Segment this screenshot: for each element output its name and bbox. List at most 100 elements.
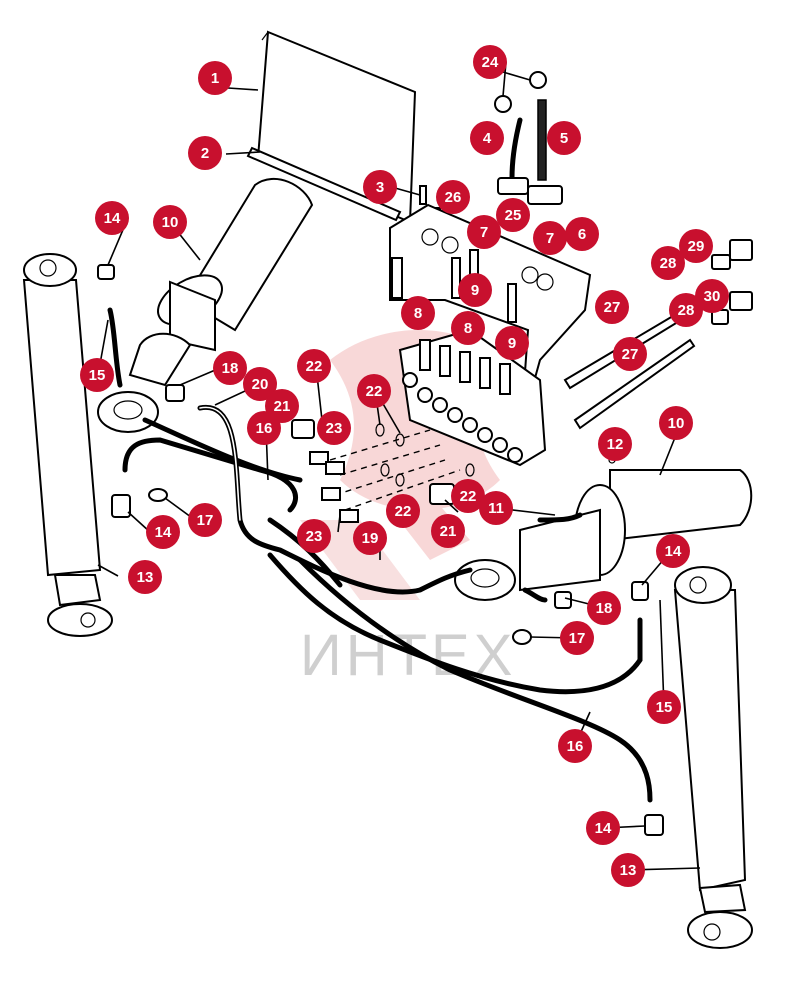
- svg-text:24: 24: [482, 54, 499, 71]
- callout-30: 30: [695, 279, 729, 313]
- callout-15-left: 15: [80, 358, 114, 392]
- svg-text:29: 29: [688, 238, 705, 255]
- svg-text:22: 22: [306, 358, 323, 375]
- svg-text:13: 13: [137, 569, 154, 586]
- callout-22-a: 22: [297, 349, 331, 383]
- cylinder-part-10-right: [454, 469, 753, 601]
- valve-spools: [402, 339, 523, 463]
- callout-14-top-left: 14: [95, 201, 129, 235]
- svg-text:17: 17: [197, 512, 214, 529]
- callout-21-b: 21: [431, 514, 465, 548]
- svg-text:23: 23: [326, 420, 343, 437]
- svg-text:22: 22: [395, 503, 412, 520]
- svg-text:9: 9: [508, 335, 516, 352]
- callout-23-a: 23: [317, 411, 351, 445]
- callout-17-left: 17: [188, 503, 222, 537]
- svg-text:17: 17: [569, 630, 586, 647]
- callout-27-a: 27: [595, 290, 629, 324]
- svg-text:21: 21: [440, 523, 457, 540]
- svg-text:14: 14: [665, 543, 682, 560]
- svg-text:2: 2: [201, 145, 209, 162]
- callout-14-bottom-right: 14: [586, 811, 620, 845]
- callout-22-c: 22: [451, 479, 485, 513]
- callout-13-left: 13: [128, 560, 162, 594]
- svg-text:14: 14: [104, 210, 121, 227]
- svg-text:18: 18: [222, 360, 239, 377]
- callout-28-b: 28: [669, 293, 703, 327]
- callout-8-a: 8: [401, 296, 435, 330]
- svg-text:11: 11: [488, 500, 504, 517]
- svg-text:22: 22: [366, 383, 383, 400]
- svg-text:25: 25: [505, 207, 522, 224]
- callout-22-b: 22: [357, 374, 391, 408]
- svg-text:26: 26: [445, 189, 462, 206]
- callout-10-left: 10: [153, 205, 187, 239]
- svg-text:16: 16: [256, 420, 273, 437]
- svg-text:19: 19: [362, 530, 379, 547]
- callout-18-a: 18: [213, 351, 247, 385]
- callout-7-a: 7: [467, 215, 501, 249]
- callout-28-a: 28: [651, 246, 685, 280]
- svg-text:21: 21: [274, 398, 291, 415]
- callout-16-a: 16: [247, 411, 281, 445]
- elbow-fittings: [97, 264, 664, 836]
- callout-19: 19: [353, 521, 387, 555]
- callout-13-right: 13: [611, 853, 645, 887]
- svg-text:30: 30: [704, 288, 721, 305]
- svg-text:15: 15: [656, 699, 673, 716]
- callout-8-b: 8: [451, 311, 485, 345]
- svg-text:27: 27: [622, 346, 639, 363]
- callout-1: 1: [198, 61, 232, 95]
- callout-7-b: 7: [533, 221, 567, 255]
- svg-text:28: 28: [660, 255, 677, 272]
- callout-29: 29: [679, 229, 713, 263]
- callout-20: 20: [243, 367, 277, 401]
- svg-text:8: 8: [414, 305, 422, 322]
- callout-4: 4: [470, 121, 504, 155]
- callout-3: 3: [363, 170, 397, 204]
- callout-11: 11: [479, 491, 513, 525]
- callout-10-right: 10: [659, 406, 693, 440]
- callout-12: 12: [598, 427, 632, 461]
- callout-14-right: 14: [656, 534, 690, 568]
- svg-text:1: 1: [211, 70, 219, 87]
- svg-text:9: 9: [471, 282, 479, 299]
- svg-text:10: 10: [668, 415, 685, 432]
- callout-2: 2: [188, 136, 222, 170]
- cylinder-part-13-right: [673, 566, 753, 949]
- callout-26: 26: [436, 180, 470, 214]
- cylinder-part-10-left: [97, 178, 314, 433]
- callout-22-d: 22: [386, 494, 420, 528]
- svg-text:6: 6: [578, 226, 586, 243]
- svg-text:23: 23: [306, 528, 323, 545]
- callout-6: 6: [565, 217, 599, 251]
- callout-9-a: 9: [458, 273, 492, 307]
- callout-24: 24: [473, 45, 507, 79]
- callout-5: 5: [547, 121, 581, 155]
- svg-text:13: 13: [620, 862, 637, 879]
- callout-15-right: 15: [647, 690, 681, 724]
- svg-text:28: 28: [678, 302, 695, 319]
- callout-23-b: 23: [297, 519, 331, 553]
- callout-14-mid-left: 14: [146, 515, 180, 549]
- svg-text:12: 12: [607, 436, 624, 453]
- cylinder-part-13-left: [22, 253, 113, 637]
- svg-text:3: 3: [376, 179, 384, 196]
- fittings-part-4-5-25: [494, 71, 563, 205]
- svg-text:16: 16: [567, 738, 584, 755]
- svg-text:27: 27: [604, 299, 621, 316]
- callout-16-b: 16: [558, 729, 592, 763]
- svg-text:7: 7: [546, 230, 554, 247]
- callout-27-b: 27: [613, 337, 647, 371]
- svg-text:15: 15: [89, 367, 106, 384]
- callout-25: 25: [496, 198, 530, 232]
- svg-text:18: 18: [596, 600, 613, 617]
- callout-9-b: 9: [495, 326, 529, 360]
- callout-18-b: 18: [587, 591, 621, 625]
- svg-text:22: 22: [460, 488, 477, 505]
- callout-17-right: 17: [560, 621, 594, 655]
- svg-text:14: 14: [595, 820, 612, 837]
- svg-text:10: 10: [162, 214, 179, 231]
